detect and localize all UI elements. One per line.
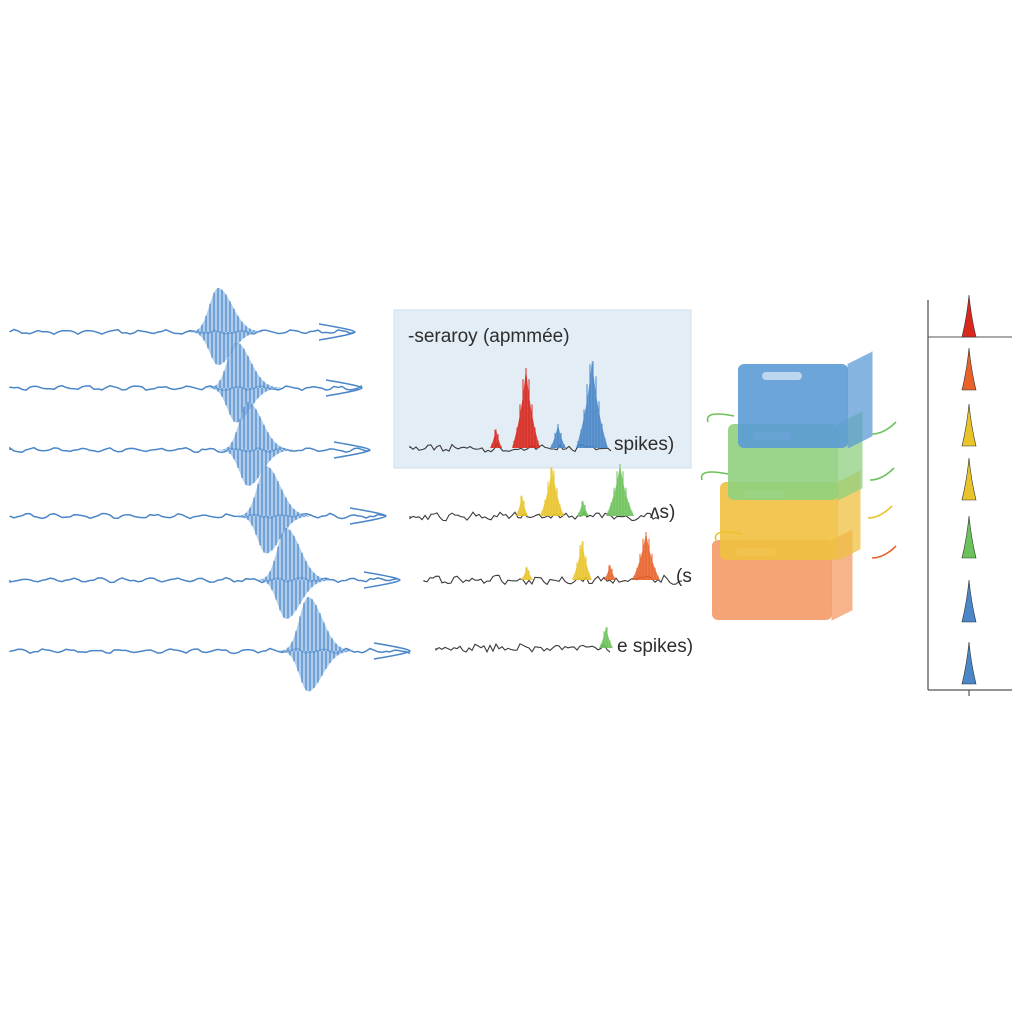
- connector-curve: [706, 413, 735, 423]
- arrow-right-icon: [871, 421, 897, 435]
- spike-icon: [540, 466, 564, 516]
- spike-burst: [217, 402, 293, 486]
- spike-lines: [517, 495, 528, 516]
- spike-lines: [513, 368, 539, 448]
- spike-lines: [573, 541, 590, 580]
- spike-burst-fill: [216, 402, 292, 486]
- spike-burst-fill: [276, 597, 352, 692]
- arrow-right-icon: [871, 545, 897, 559]
- spike-icon: [961, 347, 977, 391]
- cluster-block-blue: [738, 351, 873, 449]
- spike-icon: [516, 494, 528, 516]
- spike-burst-fill: [186, 288, 262, 365]
- spike-lines: [551, 424, 565, 448]
- trace-label-2: ʌs): [650, 502, 675, 523]
- spike-lines: [633, 532, 659, 580]
- raw-waveforms: [9, 288, 411, 692]
- waveform-trace: [9, 576, 399, 584]
- signal-trace: [435, 642, 611, 654]
- arrow-right-icon: [867, 505, 893, 519]
- spike-icon: [604, 564, 616, 580]
- waveform-trace: [9, 384, 363, 392]
- connector-curve: [714, 531, 743, 541]
- spike-lines: [600, 627, 611, 648]
- spike-lines: [605, 565, 616, 580]
- trace-label-4: e spikes): [617, 636, 693, 657]
- spike-lines: [491, 429, 502, 448]
- spike-lines: [578, 501, 589, 516]
- spike-burst-fill: [204, 342, 280, 423]
- cube-top: [738, 352, 872, 364]
- sorted-spike-column: [927, 294, 1012, 696]
- cube-block-icon: [738, 364, 848, 448]
- cube-highlight: [762, 372, 802, 380]
- spike-icon: [961, 457, 977, 501]
- spike-icon: [961, 294, 977, 338]
- spike-icon: [961, 403, 977, 447]
- spike-icon: [577, 500, 589, 516]
- detected-traces: [409, 360, 683, 654]
- spike-burst: [205, 342, 281, 423]
- spike-burst-fill: [254, 528, 330, 619]
- spike-burst: [187, 288, 263, 365]
- spike-lines: [577, 361, 606, 448]
- spike-lines: [522, 567, 533, 580]
- waveform-trace: [9, 512, 387, 520]
- arrow-right-icon: [318, 323, 356, 341]
- spike-burst-fill: [234, 466, 310, 554]
- arrow-right-icon: [325, 379, 363, 397]
- spike-burst: [277, 597, 353, 692]
- signal-trace: [409, 511, 660, 522]
- spike-burst: [235, 466, 311, 554]
- waveform-trace: [9, 446, 371, 454]
- spike-icon: [490, 428, 502, 448]
- spike-burst: [255, 528, 331, 619]
- search-panel: [393, 309, 692, 469]
- spike-lines: [541, 467, 564, 516]
- waveform-trace: [9, 328, 355, 336]
- arrow-right-icon: [349, 507, 387, 525]
- spike-icon: [521, 566, 533, 580]
- cube-block-icon: [720, 482, 838, 560]
- arrow-right-icon: [869, 467, 895, 481]
- spike-icon: [961, 579, 977, 623]
- cluster-blocks: [700, 351, 897, 621]
- panel-title: -seraroy (apmmée): [408, 326, 570, 347]
- cube-side: [847, 351, 873, 449]
- spike-icon: [961, 515, 977, 559]
- arrow-right-icon: [373, 642, 411, 660]
- spike-lines: [607, 464, 633, 516]
- trace-label-1: spikes): [614, 434, 674, 455]
- spike-icon: [961, 641, 977, 685]
- trace-label-3: (s: [676, 566, 692, 587]
- connector-curve: [700, 471, 729, 481]
- arrow-right-icon: [333, 441, 371, 459]
- arrow-right-icon: [363, 571, 401, 589]
